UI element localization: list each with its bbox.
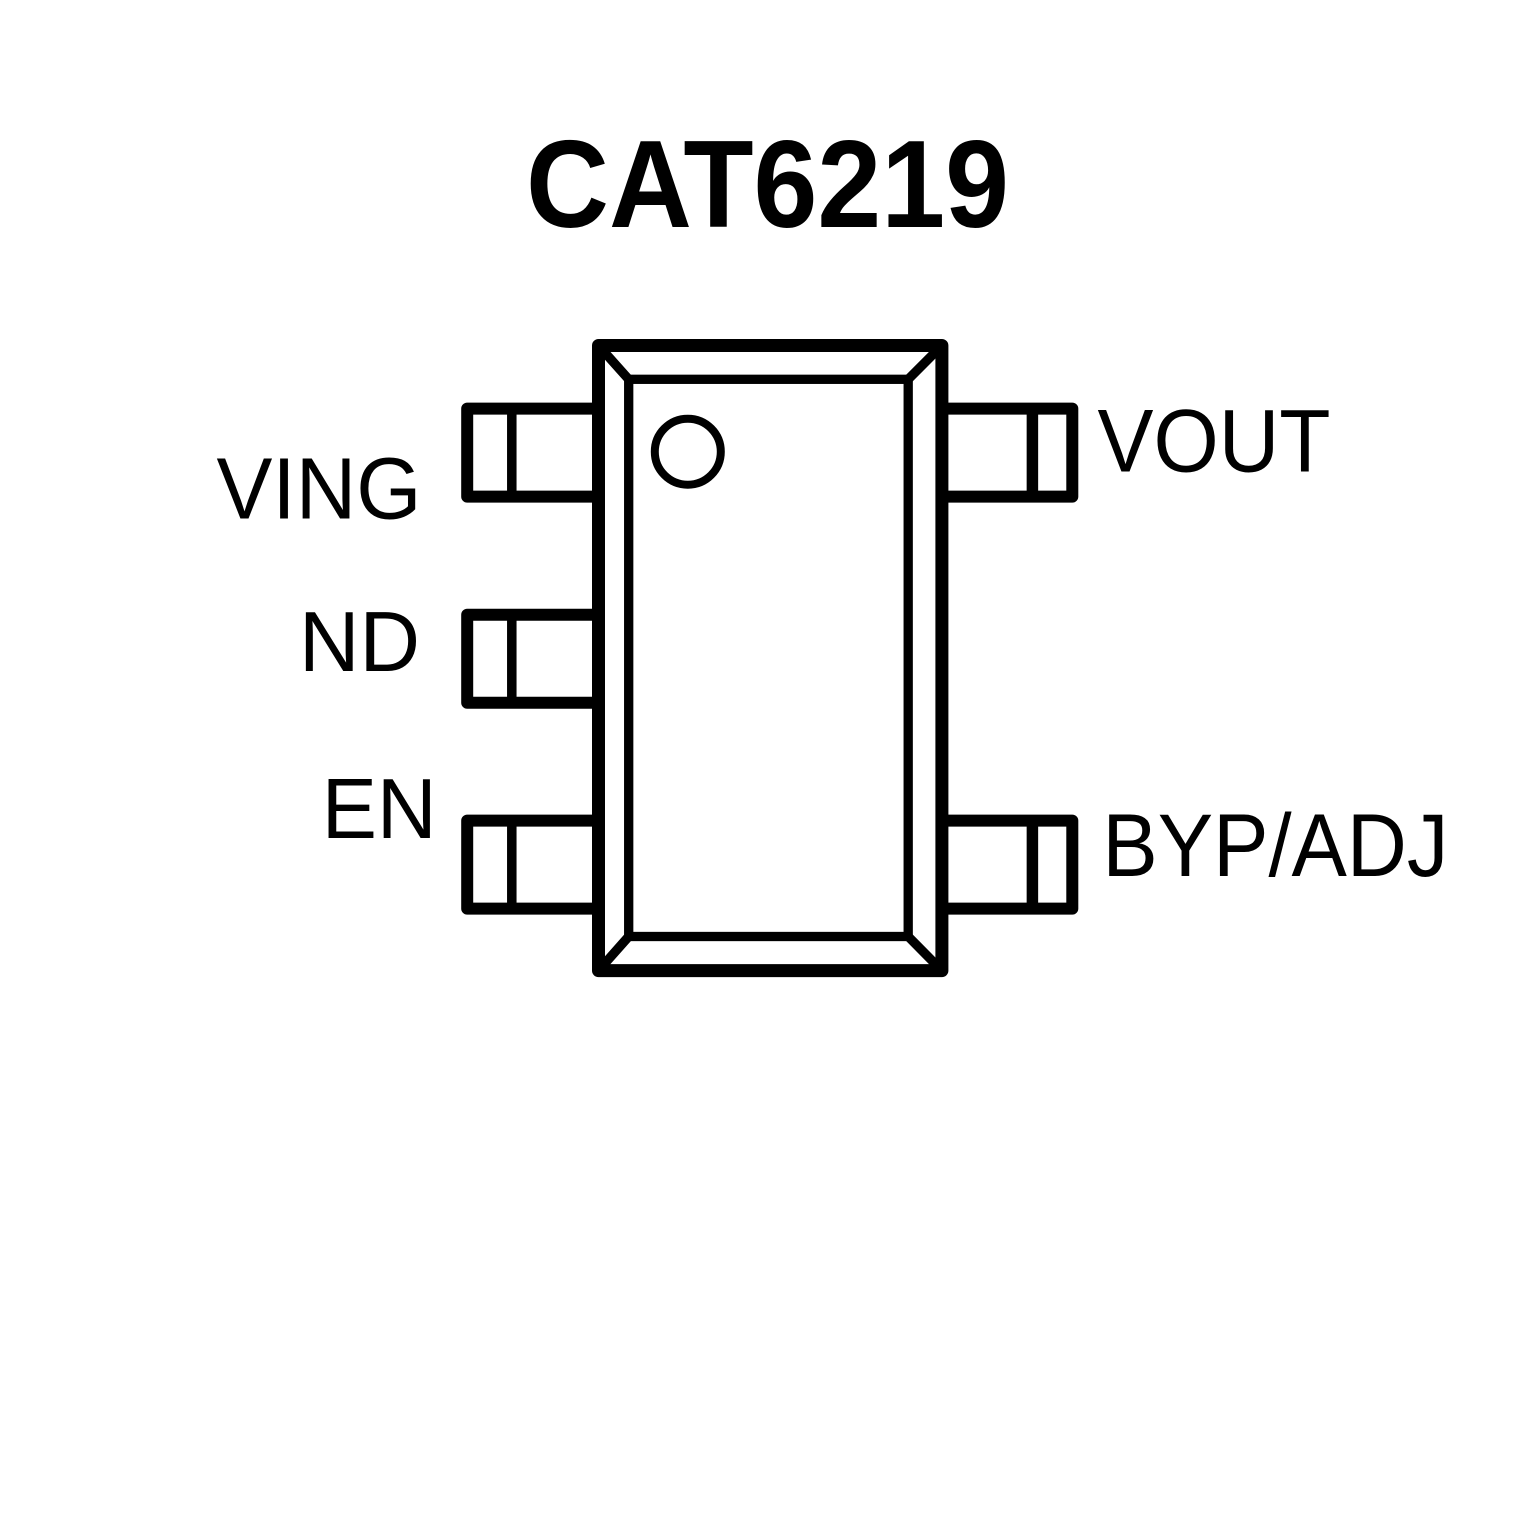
svg-text:BYP/ADJ: BYP/ADJ [1102, 796, 1448, 895]
svg-text:VING: VING [217, 441, 422, 538]
svg-text:EN: EN [322, 761, 437, 857]
svg-text:VOUT: VOUT [1098, 390, 1331, 490]
svg-text:ND: ND [299, 594, 420, 690]
svg-text:CAT6219: CAT6219 [526, 115, 1009, 254]
